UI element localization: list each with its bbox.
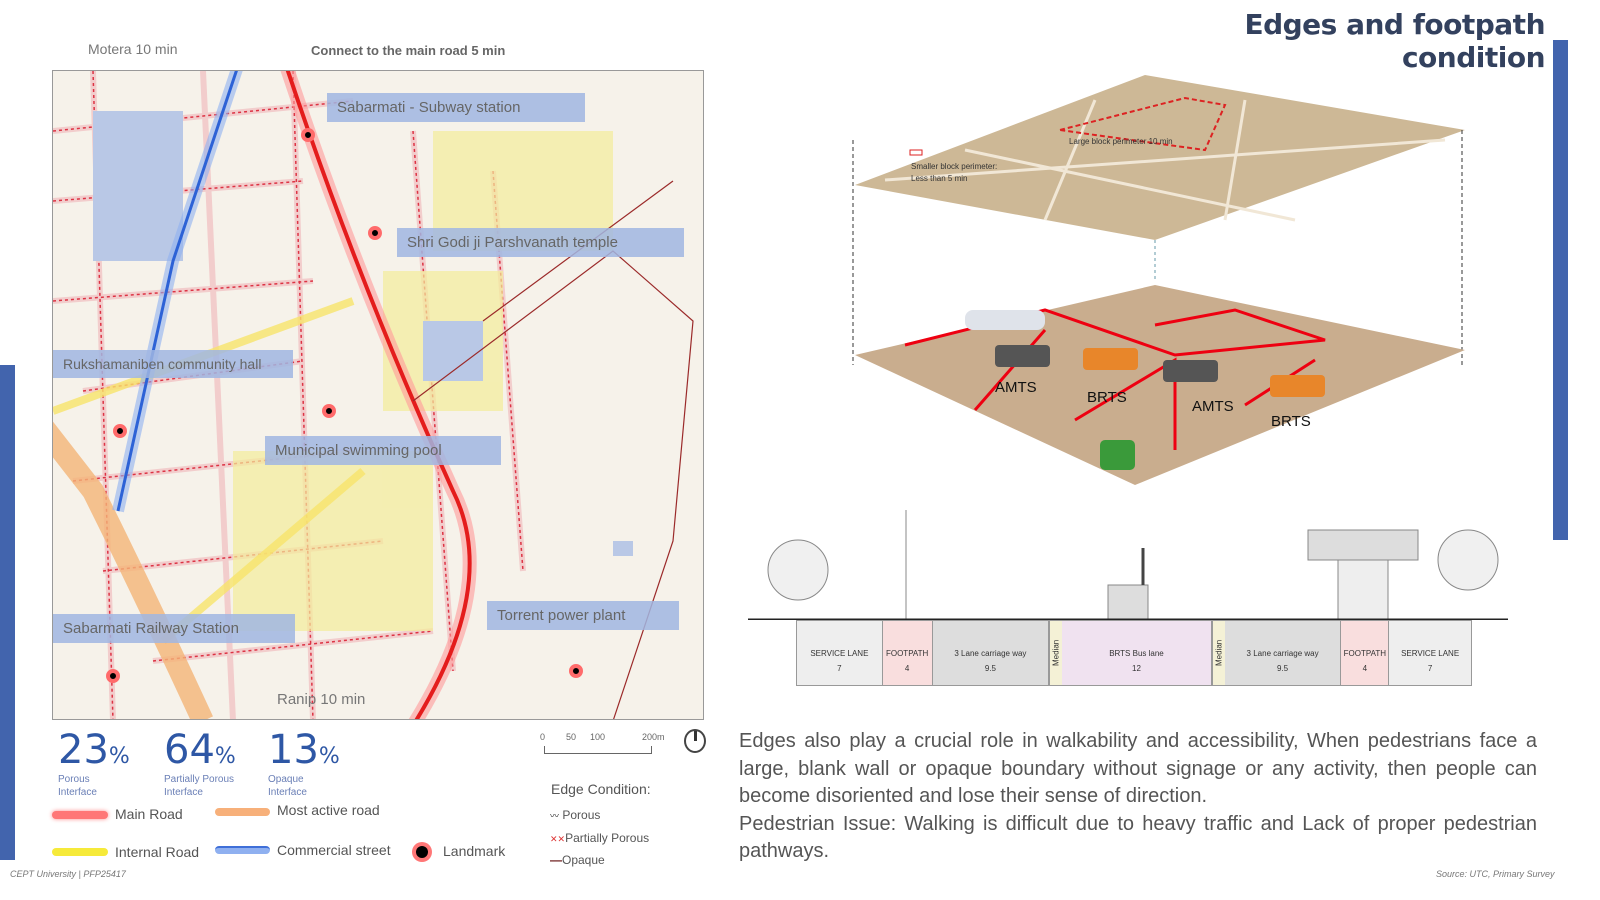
edge-legend: 〰 Porous ✕✕Partially Porous —Opaque	[550, 805, 649, 872]
edge-label: Partially Porous	[565, 830, 650, 845]
legend-internal-road: Internal Road	[115, 844, 200, 860]
edge-condition-title: Edge Condition:	[551, 781, 651, 797]
scale-tick: 200m	[642, 732, 665, 742]
opaque-icon: —	[550, 853, 562, 867]
description-paragraph: Edges also play a crucial role in walkab…	[739, 730, 1537, 807]
section-label: 3 Lane carriage way	[954, 648, 1027, 658]
stat-label: Partially Porous Interface	[164, 774, 235, 798]
small-block-label-1: Smaller block perimeter:	[911, 162, 998, 171]
landmark-icon	[416, 846, 428, 858]
legend-commercial: Commercial street	[277, 842, 391, 858]
pedestrian-issue: Pedestrian Issue: Walking is difficult d…	[739, 812, 1537, 863]
street-elevation	[748, 510, 1508, 620]
section-median: Median	[1049, 621, 1063, 685]
stat-unit: %	[214, 744, 236, 769]
north-arrow-icon	[684, 729, 706, 753]
scale-tick: 100	[590, 732, 606, 742]
section-label: Median	[1214, 639, 1224, 667]
section-label: Median	[1051, 639, 1061, 667]
stat-label: Porous Interface	[58, 774, 97, 798]
metro-train-icon	[965, 310, 1045, 330]
section-label: BRTS Bus lane	[1109, 648, 1164, 658]
layered-diagram: AMTS BRTS AMTS BRTS	[852, 75, 1465, 485]
accent-bar-left	[0, 365, 15, 860]
legend-main-road: Main Road	[115, 806, 183, 822]
accent-bar-right	[1553, 40, 1568, 540]
section-carriageway: 3 Lane carriage way 9.5	[932, 621, 1050, 685]
ranip-label: Ranip 10 min	[277, 691, 366, 708]
stat-porous: 23% Porous Interface	[58, 727, 130, 799]
section-carriageway: 3 Lane carriage way 9.5	[1224, 621, 1342, 685]
footer-source: Source: UTC, Primary Survey	[1436, 869, 1555, 879]
internal-road-swatch	[52, 848, 108, 856]
edge-label: Opaque	[562, 853, 605, 867]
site-map: Sabarmati - Subway station Shri Godi ji …	[52, 70, 704, 720]
main-road-label: Connect to the main road 5 min	[311, 43, 506, 58]
vehicle-label: AMTS	[1192, 398, 1234, 415]
section-width: 9.5	[1277, 664, 1289, 673]
auto-rickshaw-icon	[1100, 440, 1135, 470]
main-road-swatch	[52, 811, 108, 819]
section-width: 12	[1132, 664, 1141, 673]
porous-icon: 〰	[550, 811, 560, 821]
section-label: SERVICE LANE	[1401, 648, 1460, 658]
section-width: 7	[1427, 664, 1433, 673]
motera-label: Motera 10 min	[88, 41, 178, 57]
road-cross-section: SERVICE LANE 7 FOOTPATH 4 3 Lane carriage …	[796, 620, 1472, 686]
landmark-label: Sabarmati Railway Station	[53, 614, 295, 643]
edge-label: Porous	[562, 808, 601, 822]
section-median: Median	[1211, 621, 1225, 685]
section-width: 4	[904, 664, 910, 673]
description: Edges also play a crucial role in walkab…	[739, 728, 1537, 866]
landmark-label: Torrent power plant	[487, 601, 679, 630]
stat-value: 64	[164, 727, 215, 773]
footer-left: CEPT University | PFP25417	[10, 869, 126, 879]
section-brts-lane: BRTS Bus lane 12	[1062, 621, 1212, 685]
stat-opaque: 13% Opaque Interface	[268, 727, 340, 799]
section-service-lane: SERVICE LANE 7	[1389, 621, 1471, 685]
stat-value: 23	[58, 727, 109, 773]
section-width: 7	[837, 664, 842, 673]
stat-value: 13	[268, 727, 319, 773]
section-label: FOOTPATH	[885, 648, 929, 658]
vehicle-label: AMTS	[995, 379, 1037, 396]
section-label: SERVICE LANE	[810, 648, 869, 658]
page-title: Edges and footpath condition	[1244, 8, 1545, 74]
landmark-label: Shri Godi ji Parshvanath temple	[397, 228, 684, 257]
scale-tick: 50	[566, 732, 577, 742]
stat-unit: %	[318, 744, 340, 769]
active-road-swatch	[215, 808, 270, 816]
section-footpath: FOOTPATH 4	[882, 621, 933, 685]
small-block-label-2: Less than 5 min	[911, 174, 968, 183]
legend-landmark: Landmark	[443, 843, 506, 859]
section-label: 3 Lane carriage way	[1246, 648, 1319, 658]
bus-icon	[995, 345, 1325, 397]
landmark-label: Municipal swimming pool	[265, 436, 501, 465]
large-block-label: Large block perimeter 10 min	[1069, 137, 1173, 146]
stat-unit: %	[108, 744, 130, 769]
section-width: 9.5	[984, 664, 996, 673]
section-footpath: FOOTPATH 4	[1341, 621, 1390, 685]
commercial-swatch	[215, 846, 270, 854]
partially-porous-icon: ✕✕	[550, 833, 566, 844]
section-service-lane: SERVICE LANE 7	[797, 621, 883, 685]
section-label: FOOTPATH	[1343, 648, 1386, 658]
vehicle-label: BRTS	[1271, 413, 1311, 430]
landmark-label: Sabarmati - Subway station	[327, 93, 585, 122]
map-drawing	[53, 71, 694, 719]
landmark-label: Rukshamaniben community hall	[53, 350, 293, 378]
stat-partially-porous: 64% Partially Porous Interface	[164, 727, 244, 799]
section-width: 4	[1362, 664, 1368, 673]
scale-tick: 0	[540, 732, 546, 742]
stat-label: Opaque Interface	[268, 774, 307, 798]
vehicle-label: BRTS	[1087, 389, 1127, 406]
legend-active-road: Most active road	[277, 802, 380, 818]
